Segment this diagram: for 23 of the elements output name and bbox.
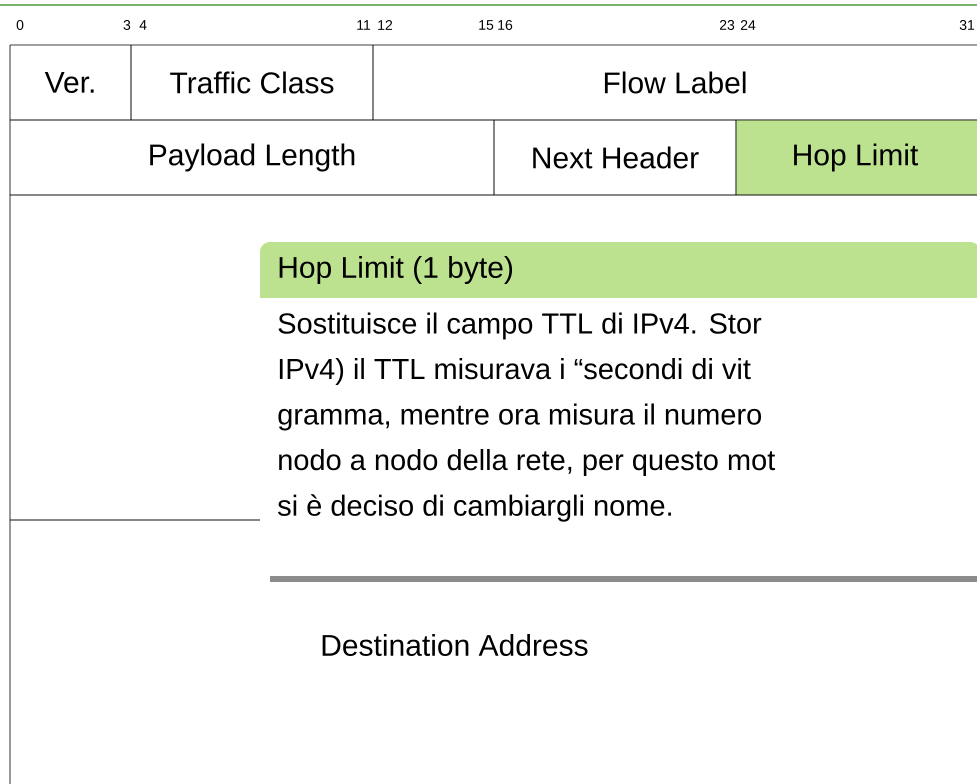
node-label: si è deciso di cambiargli nome. (278, 494, 671, 522)
bit-number: 24 (740, 20, 756, 30)
field-cell: Payload Length (10, 120, 494, 196)
info-tooltip: Hop Limit (1 byte) Sostituisce il campo TTL di IPv4. Stor IPv4) il TTL misurava i “secondi di vit gramma, mentre ora misura il numero nodo a nodo della rete, per questo mot si è deciso di cambiargli nome. (260, 242, 977, 582)
node-label: IPv4) il TTL misurava i “secondi di vit (280, 358, 751, 385)
bit-number: 31 (960, 20, 974, 30)
field-cell: Flow Label (372, 44, 977, 120)
field-cell: Hop Limit (736, 120, 977, 196)
field-cell: Ver. (10, 44, 132, 120)
bit-number: 0 (16, 20, 24, 30)
bit-number: 23 (720, 20, 734, 30)
node-label: Sostituisce il campo TTL di IPv4. Stor (278, 312, 762, 340)
bit-number: 16 (498, 20, 512, 30)
bit-number: 15 (479, 20, 494, 30)
node-label: nodo a nodo della rete, per questo mot (279, 448, 776, 476)
node-label: gramma, mentre ora misura il numero (278, 403, 762, 431)
field-cell: Traffic Class (130, 44, 374, 120)
bit-number: 4 (140, 20, 147, 30)
bit-number: 3 (124, 20, 130, 30)
field-cell: Next Header (494, 120, 736, 196)
bit-number: 12 (378, 20, 392, 30)
bit-number: 11 (357, 20, 370, 30)
node-label: Hop Limit (1 byte) (280, 256, 512, 284)
